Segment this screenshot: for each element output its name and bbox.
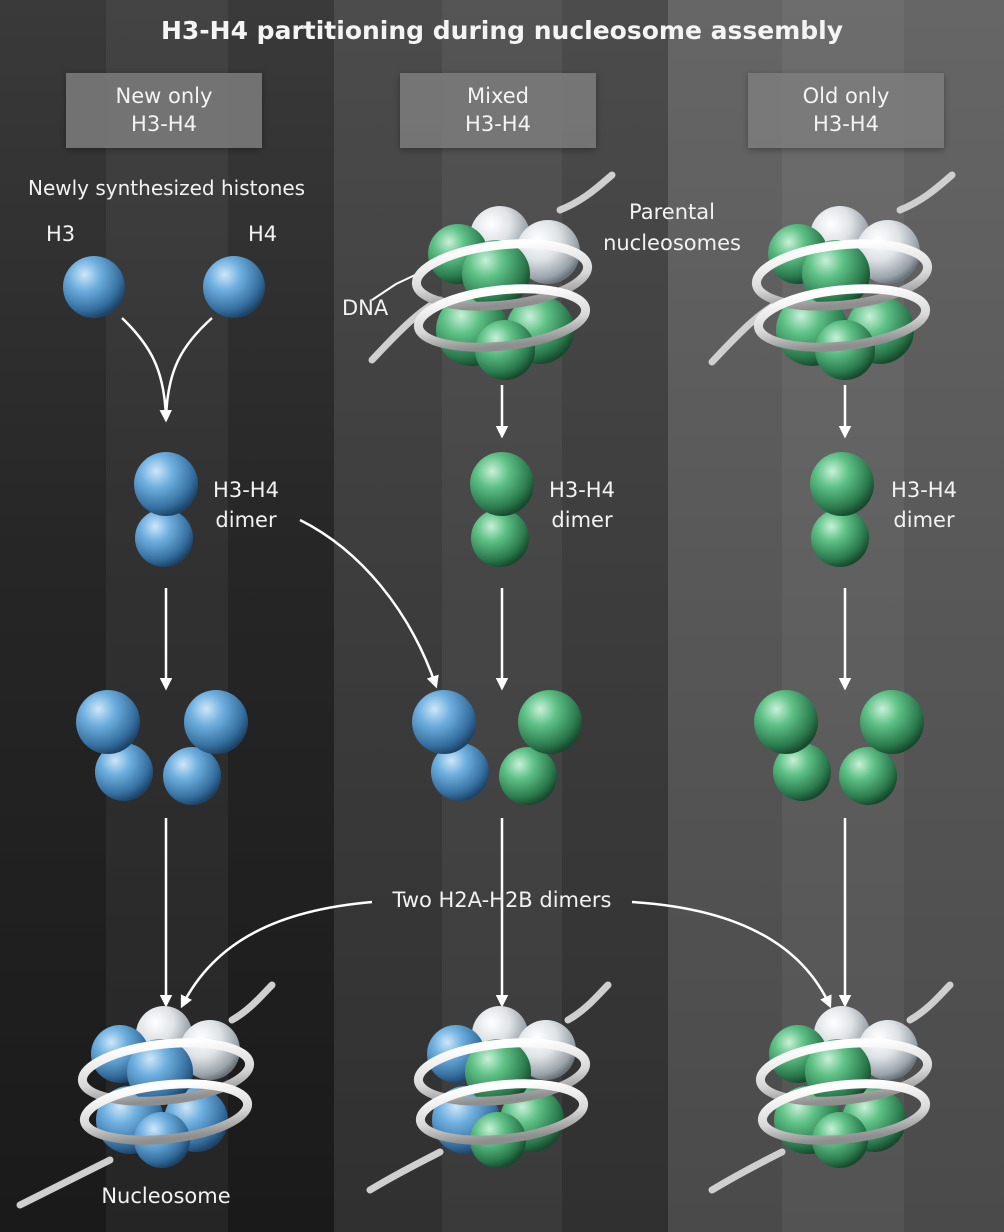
column-header-mixed-line1: Mixed bbox=[467, 84, 529, 108]
flow-arrows bbox=[121, 317, 852, 1009]
histone-h3-sphere bbox=[63, 256, 125, 318]
column-header-new-line2: H3-H4 bbox=[131, 112, 197, 136]
column-header-old-line2: H3-H4 bbox=[813, 112, 879, 136]
nucleosome-label: Nucleosome bbox=[101, 1184, 231, 1208]
column-header-old: Old only H3-H4 bbox=[748, 73, 944, 148]
column-header-new: New only H3-H4 bbox=[66, 73, 262, 148]
dimer-old bbox=[810, 452, 874, 567]
arrow-new-dimer-to-mixed bbox=[299, 518, 439, 689]
dimer-pair-old bbox=[754, 690, 924, 805]
h3-label: H3 bbox=[46, 222, 76, 246]
dimer-mixed bbox=[470, 452, 534, 567]
diagram-title: H3-H4 partitioning during nucleosome ass… bbox=[160, 16, 844, 45]
newly-synthesized-label: Newly synthesized histones bbox=[28, 176, 306, 200]
parental-nucleosome-mixed bbox=[368, 171, 616, 380]
arrow-h4-to-dimer bbox=[164, 317, 213, 421]
dimer-label-new-line1: H3-H4 bbox=[213, 478, 279, 502]
nucleosome-new bbox=[16, 981, 276, 1209]
arrow-h2a-h2b-to-new bbox=[180, 900, 373, 1009]
dna-label: DNA bbox=[342, 296, 389, 320]
dimer-pair-mixed bbox=[412, 690, 582, 805]
h2a-h2b-label: Two H2A-H2B dimers bbox=[392, 888, 612, 912]
column-header-old-line1: Old only bbox=[802, 84, 890, 108]
column-header-mixed-line2: H3-H4 bbox=[465, 112, 531, 136]
dimer-pair-new bbox=[76, 690, 248, 805]
dimer-label-old-line1: H3-H4 bbox=[891, 478, 957, 502]
dimer-new bbox=[134, 452, 198, 567]
arrow-h3-to-dimer bbox=[121, 317, 173, 423]
nucleosome-mixed bbox=[366, 981, 612, 1194]
dimer-label-new-line2: dimer bbox=[215, 508, 277, 532]
column-header-mixed: Mixed H3-H4 bbox=[400, 73, 596, 148]
parental-label-line2: nucleosomes bbox=[603, 231, 741, 255]
column-header-new-line1: New only bbox=[115, 84, 213, 108]
dimer-label-old-line2: dimer bbox=[893, 508, 955, 532]
parental-nucleosome-old bbox=[708, 171, 956, 380]
dimer-label-mixed-line1: H3-H4 bbox=[549, 478, 615, 502]
parental-label-line1: Parental bbox=[629, 200, 715, 224]
h4-label: H4 bbox=[248, 222, 278, 246]
nucleosome-old bbox=[708, 981, 954, 1194]
histone-h4-sphere bbox=[203, 256, 265, 318]
arrow-h2a-h2b-to-old bbox=[631, 900, 832, 1009]
dimer-label-mixed-line2: dimer bbox=[551, 508, 613, 532]
